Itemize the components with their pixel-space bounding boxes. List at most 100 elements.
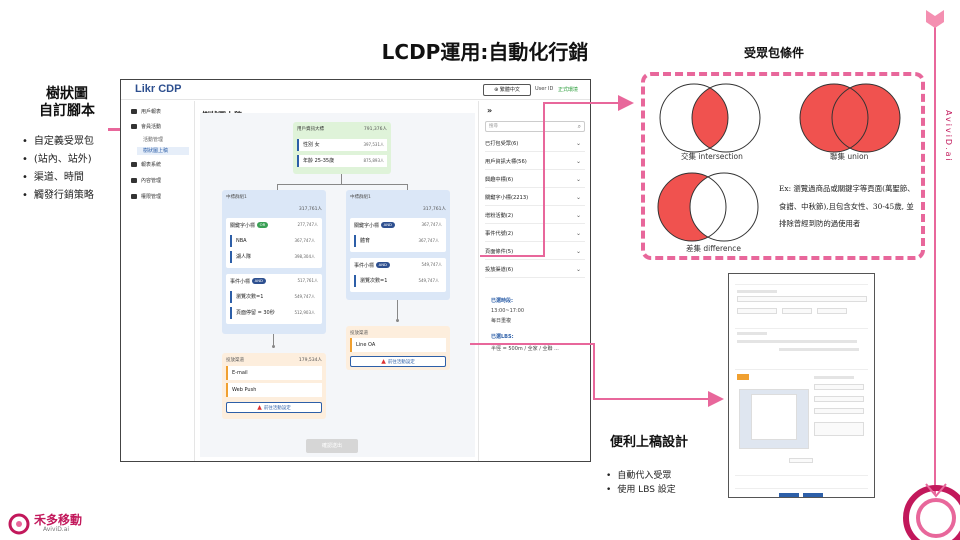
sidebar-subitem-tree-draft[interactable]: 樹狀圖上稿 — [137, 147, 189, 155]
panel-item[interactable]: 已打包受眾(6)⌄ — [485, 136, 585, 152]
go-activity-settings-button[interactable]: ▲前往活動設定 — [350, 356, 446, 367]
form-submit-button[interactable] — [779, 493, 799, 497]
form-field — [737, 332, 767, 335]
panel-item-label: 興趣中標(6) — [485, 177, 514, 183]
channel-node-right[interactable]: 投放渠道 Line OA ▲前往活動設定 — [346, 326, 450, 370]
logic-pill[interactable]: AND — [380, 222, 395, 228]
channel-row[interactable]: E-mail — [226, 366, 322, 380]
panel-item-label: 投放渠道(6) — [485, 267, 514, 273]
chevron-down-icon: ⌄ — [575, 230, 581, 237]
panel-search-input[interactable]: 搜尋⌕ — [485, 121, 585, 132]
go-activity-settings-button[interactable]: ▲前往活動設定 — [226, 402, 322, 413]
form-input[interactable] — [737, 296, 867, 302]
panel-item[interactable]: 關鍵字小標(2213)⌄ — [485, 190, 585, 206]
sidebar-item-report-system[interactable]: 報表系統 — [131, 161, 161, 170]
sidebar-item-label: 內容管理 — [141, 178, 162, 184]
sidebar-item-permission-mgmt[interactable]: 權限管理 — [131, 193, 161, 202]
form-button[interactable] — [789, 458, 813, 463]
intersection-label: 交集 intersection — [681, 152, 743, 161]
warning-icon: ▲ — [257, 404, 262, 411]
panel-item[interactable]: 增粉活動(2)⌄ — [485, 208, 585, 224]
app-window: Likr CDP ⊕ 繁體中文 User ID 正式環境 用戶報表 會員活動 活… — [120, 79, 591, 462]
sidebar-subitem-activity-mgmt[interactable]: 活動管理 — [143, 137, 164, 143]
logic-pill[interactable]: AND — [251, 278, 266, 284]
form-input[interactable] — [817, 308, 847, 314]
channel-row[interactable]: Line OA — [350, 338, 446, 352]
sidebar-item-user-report[interactable]: 用戶報表 — [131, 108, 161, 117]
right-panel: » 搜尋⌕ 已打包受眾(6)⌄ 用戶資訊大標(56)⌄ 興趣中標(6)⌄ 關鍵字… — [478, 101, 590, 461]
brand-logo-icon — [8, 513, 30, 535]
panel-item-label: 事件代號(2) — [485, 231, 514, 237]
channel-node-left[interactable]: 投放渠道 179,534人 E-mail Web Push ▲前往活動設定 — [222, 353, 326, 419]
pointer-arrow-line — [593, 343, 595, 400]
form-input[interactable] — [814, 408, 864, 414]
language-label: 繁體中文 — [499, 87, 520, 93]
language-button[interactable]: ⊕ 繁體中文 — [483, 84, 531, 96]
channel-row[interactable]: Web Push — [226, 383, 322, 397]
intersection-venn — [659, 83, 761, 153]
logic-pill[interactable]: OR — [256, 222, 269, 228]
pointer-arrow-line — [543, 102, 621, 104]
vertical-brand-text: AviviD.ai — [944, 110, 953, 163]
chevron-down-icon: ⌄ — [575, 140, 581, 147]
form-input[interactable] — [782, 308, 812, 314]
form-input[interactable] — [814, 384, 864, 390]
difference-label: 差集 difference — [686, 244, 742, 253]
condition-label: 年齡 25-35歲 — [303, 158, 335, 164]
left-heading-line1: 樹狀圖 — [46, 86, 88, 102]
sidebar-item-member-activity[interactable]: 會員活動 — [131, 123, 161, 132]
logic-pill[interactable]: AND — [375, 262, 390, 268]
condition-label: 體育 — [360, 238, 371, 244]
confirm-submit-button[interactable]: 確認送出 — [306, 439, 358, 453]
sidebar-item-content-mgmt[interactable]: 內容管理 — [131, 177, 161, 186]
condition-label: 頁面停留 = 30秒 — [236, 310, 275, 316]
app-logo[interactable]: Likr CDP — [135, 83, 182, 95]
convenient-title: 便利上稿設計 — [610, 435, 689, 450]
selected-time-label: 已選時段: — [491, 298, 513, 304]
card-label: 事件小標 — [230, 279, 251, 285]
panel-item[interactable]: 用戶資訊大標(56)⌄ — [485, 154, 585, 170]
panel-item[interactable]: 投放渠道(6)⌄ — [485, 262, 585, 278]
form-input[interactable] — [814, 396, 864, 402]
selected-time-value: 13:00~17:00 — [491, 308, 525, 314]
panel-item[interactable]: 事件代號(2) ⌄ — [485, 226, 585, 242]
gear-icon — [131, 194, 137, 199]
pointer-arrow-head — [618, 95, 634, 111]
sidebar-item-label: 會員活動 — [141, 124, 162, 130]
group-count: 317,761人 — [422, 207, 446, 212]
panel-item[interactable]: 頁面條件(5)⌄ — [485, 244, 585, 260]
environment-badge: 正式環境 — [558, 87, 579, 93]
form-textarea[interactable] — [814, 422, 864, 436]
sidebar: 用戶報表 會員活動 活動管理 樹狀圖上稿 報表系統 內容管理 權限管理 — [121, 101, 195, 461]
left-bullet: 渠道、時間 — [22, 169, 122, 187]
collapse-toggle[interactable]: » — [487, 106, 493, 115]
card-label: 關鍵字小標 — [230, 223, 256, 229]
user-id[interactable]: User ID — [535, 86, 554, 92]
form-submit-button[interactable] — [803, 493, 823, 497]
chevron-down-icon: ⌄ — [575, 212, 581, 219]
condition-count: 367,747人 — [294, 238, 315, 243]
channel-title: 投放渠道 — [226, 358, 244, 363]
form-tag[interactable] — [737, 374, 749, 380]
difference-venn — [657, 172, 759, 242]
form-input[interactable] — [737, 308, 777, 314]
panel-item[interactable]: 興趣中標(6)⌄ — [485, 172, 585, 188]
left-bullet: (站內、站外) — [22, 151, 122, 169]
card-header: 事件小標 AND — [230, 278, 266, 285]
sidebar-item-label: 權限管理 — [141, 194, 162, 200]
